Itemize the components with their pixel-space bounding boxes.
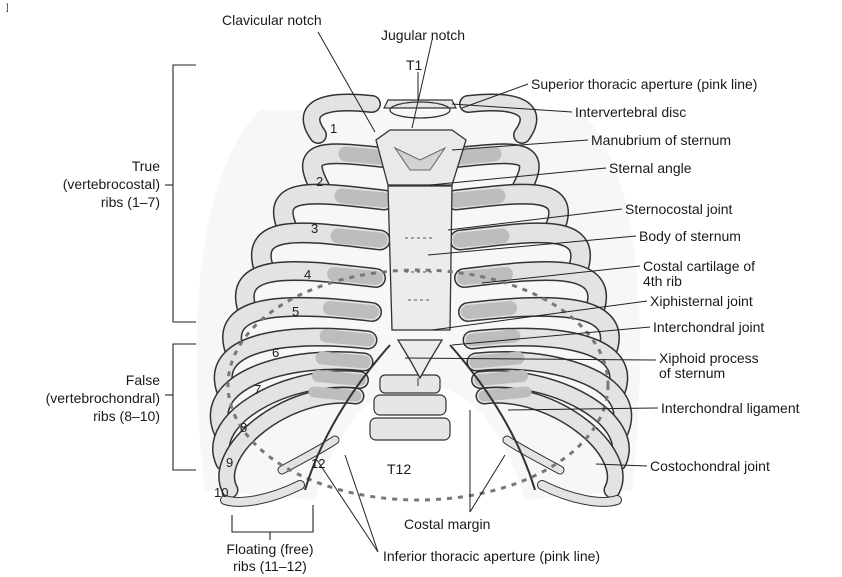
label-costal-cartilage-line1: Costal cartilage of [643,258,755,274]
label-true-ribs-line3: ribs (1–7) [20,194,160,210]
vertebra-t1 [384,100,456,108]
vertebra-1 [380,375,440,393]
leader-inferior-aperture-2 [317,460,378,552]
label-xiphoid-line2: of sternum [659,365,725,381]
label-jugular-notch: Jugular notch [381,27,465,43]
rib-number-8: 8 [240,420,247,435]
label-interchondral-ligament: Interchondral ligament [661,400,800,416]
costal-cartilage-3-left [342,196,384,200]
rib-number-2: 2 [316,174,323,189]
label-t12: T12 [387,461,411,477]
label-costal-margin: Costal margin [404,516,490,532]
label-inferior-aperture: Inferior thoracic aperture (pink line) [383,548,600,564]
costal-cartilage-7-right [472,336,514,340]
vertebra-t12 [370,418,450,440]
rib-number-4: 4 [304,267,311,282]
rib-number-3: 3 [311,221,318,236]
label-intervertebral-disc: Intervertebral disc [575,104,686,120]
rib-number-9: 9 [226,455,233,470]
body-of-sternum [388,186,452,330]
rib-number-12: 12 [311,456,325,471]
true-ribs-bracket [173,65,196,322]
label-floating-ribs-line2: ribs (11–12) [205,558,335,574]
costal-cartilage-6-right [468,308,510,312]
label-false-ribs-line1: False [10,372,160,388]
rib-number-6: 6 [272,345,279,360]
costal-cartilage-3-right [456,196,498,200]
label-false-ribs-line3: ribs (8–10) [10,408,160,424]
costal-cartilage-6-left [330,308,372,312]
leader-costal-margin-2 [470,455,505,512]
leader-inferior-aperture-1 [345,455,378,552]
costal-cartilage-9-left [318,376,360,380]
false-ribs-bracket [173,344,196,470]
label-superior-aperture: Superior thoracic aperture (pink line) [531,76,757,92]
floating-ribs-bracket [232,505,313,532]
label-t1: T1 [406,57,422,73]
rib-number-7: 7 [254,382,261,397]
costal-cartilage-4-left [338,236,380,240]
label-costochondral-joint: Costochondral joint [650,458,770,474]
costal-cartilage-9-right [480,376,522,380]
costal-cartilage-7-left [326,336,368,340]
rib-number-10: 10 [214,485,228,500]
label-xiphoid-line1: Xiphoid process [659,350,759,366]
label-interchondral-joint: Interchondral joint [653,319,764,335]
vertebra-2 [374,395,446,415]
costal-cartilage-4-right [460,236,502,240]
label-manubrium: Manubrium of sternum [591,132,731,148]
label-sternocostal-joint: Sternocostal joint [625,201,732,217]
label-sternal-angle: Sternal angle [609,160,692,176]
label-true-ribs-line2: (vertebrocostal) [20,176,160,192]
label-costal-cartilage-line2: 4th rib [643,273,682,289]
label-floating-ribs-line1: Floating (free) [205,541,335,557]
costal-cartilage-5-left [334,274,376,278]
label-clavicular-notch: Clavicular notch [222,12,322,28]
rib-number-5: 5 [292,304,299,319]
manubrium-of-sternum [376,130,466,185]
label-true-ribs-line1: True [20,158,160,174]
label-false-ribs-line2: (vertebrochondral) [10,390,160,406]
rib-number-1: 1 [330,121,337,136]
label-body-of-sternum: Body of sternum [639,228,741,244]
costal-cartilage-8-left [322,358,364,362]
label-xiphisternal-joint: Xiphisternal joint [650,293,753,309]
